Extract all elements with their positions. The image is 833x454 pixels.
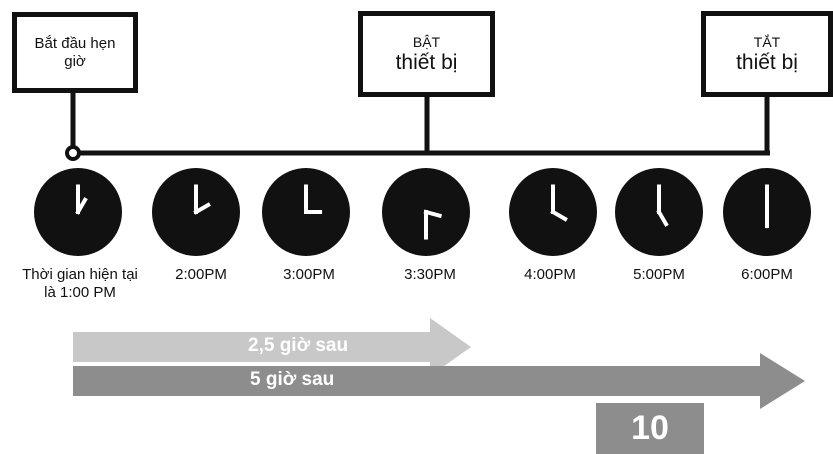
start-timer-box: Bắt đầu hẹn giờ: [12, 12, 138, 93]
clock-face-5: [509, 168, 597, 256]
clock-label-7: 6:00PM: [741, 266, 793, 283]
clock-label-5: 4:00PM: [524, 266, 576, 283]
short-arrow-label: 2,5 giờ sau: [248, 335, 349, 356]
clock-label-4: 3:30PM: [404, 266, 456, 283]
device-off-box: TẮT thiết bị: [701, 11, 833, 97]
clock-face-3: [262, 168, 350, 256]
clock-label-6: 5:00PM: [633, 266, 685, 283]
start-point: [65, 145, 81, 161]
clock-label-1: Thời gian hiện tại là 1:00 PM: [0, 266, 160, 302]
hour-hand-2: [193, 202, 211, 215]
device-on-box: BẬT thiết bị: [358, 11, 495, 97]
clock-label-1-line1: Thời gian hiện tại: [22, 266, 138, 283]
start-timer-text: Bắt đầu hẹn giờ: [34, 34, 116, 70]
clock-label-3: 3:00PM: [283, 266, 335, 283]
hour-hand-4: [423, 209, 443, 219]
clock-face-7: [723, 168, 811, 256]
device-off-line2: thiết bị: [736, 51, 798, 74]
short-arrow: [73, 318, 471, 376]
hour-hand-1: [75, 197, 88, 215]
page-number-badge: 10: [596, 403, 704, 454]
device-on-line1: BẬT: [412, 34, 441, 50]
clock-face-1: [34, 168, 122, 256]
device-on-line2: thiết bị: [395, 51, 458, 74]
clock-face-6: [615, 168, 703, 256]
clock-label-2: 2:00PM: [175, 266, 227, 283]
clock-face-4: [382, 168, 470, 256]
long-arrow-label: 5 giờ sau: [250, 369, 335, 390]
clock-face-2: [152, 168, 240, 256]
device-off-line1: TẮT: [753, 34, 781, 50]
hour-hand-5: [550, 209, 568, 222]
long-arrow: [73, 353, 805, 409]
hour-hand-6: [656, 209, 669, 227]
clock-label-1-line2: là 1:00 PM: [44, 284, 116, 301]
